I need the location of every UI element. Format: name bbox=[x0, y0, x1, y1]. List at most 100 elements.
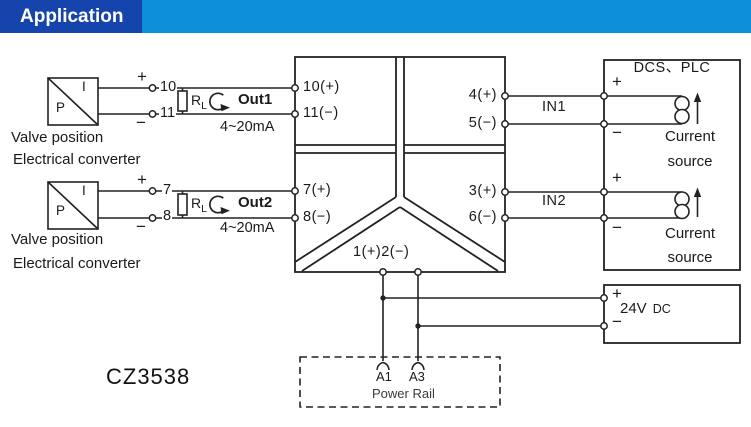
dcs-in1-minus: − bbox=[612, 123, 622, 142]
c2-rl-sub: L bbox=[201, 202, 207, 215]
valve-converter-2-symbol bbox=[47, 181, 99, 230]
terminal-circle bbox=[379, 268, 387, 276]
rail-connector-a1 bbox=[376, 361, 390, 371]
c1-caption-2: Electrical converter bbox=[13, 151, 141, 168]
psu-current-type: DC bbox=[652, 302, 671, 316]
psu-voltage: 24V bbox=[620, 300, 647, 317]
junction-dot bbox=[415, 323, 421, 329]
out2-wires bbox=[98, 190, 292, 219]
rail-connector-a3 bbox=[411, 361, 425, 371]
in2-label: IN2 bbox=[541, 193, 567, 209]
in1-label: IN1 bbox=[541, 99, 567, 115]
isolator-terminal-7: 7(+) bbox=[303, 182, 332, 198]
c1-p-label: P bbox=[56, 100, 66, 115]
c2-terminal-8: 8 bbox=[162, 208, 173, 225]
dcs-plc-title: DCS、PLC bbox=[633, 60, 711, 76]
terminal-circle bbox=[414, 268, 422, 276]
isolator-terminal-5: 5(−) bbox=[468, 115, 497, 131]
current-loop-arrow-1 bbox=[209, 92, 230, 112]
current-source-1-line2: source bbox=[667, 153, 713, 170]
junction-dot bbox=[380, 295, 386, 301]
terminal-circle bbox=[600, 322, 608, 330]
power-wires bbox=[380, 274, 601, 361]
c2-caption-2: Electrical converter bbox=[13, 255, 141, 272]
terminal-circle bbox=[600, 294, 608, 302]
current-source-2-symbol bbox=[674, 187, 702, 220]
terminal-circle bbox=[148, 84, 157, 92]
out1-wires bbox=[98, 87, 292, 115]
psu-label: 24V DC bbox=[620, 301, 671, 318]
c2-terminal-7: 7 bbox=[162, 182, 173, 199]
c2-plus-sign: + bbox=[137, 170, 147, 189]
dcs-in1-plus: + bbox=[612, 72, 622, 91]
c1-signal-range: 4~20mA bbox=[220, 119, 275, 135]
in2-wires bbox=[505, 191, 682, 219]
psu-minus-sign: − bbox=[612, 312, 622, 331]
isolator-terminal-10: 10(+) bbox=[303, 79, 340, 95]
terminal-circle bbox=[501, 188, 509, 196]
isolator-terminal-4: 4(+) bbox=[468, 87, 497, 103]
terminal-circle bbox=[501, 92, 509, 100]
power-rail-box bbox=[299, 356, 501, 408]
current-source-2-line2: source bbox=[667, 249, 713, 266]
c1-out-label: Out1 bbox=[238, 91, 273, 108]
power-rail-label: Power Rail bbox=[372, 386, 435, 401]
c1-rl-r: R bbox=[191, 92, 202, 108]
c1-minus-sign: − bbox=[136, 113, 146, 132]
terminal-circle bbox=[291, 110, 299, 118]
current-source-1-symbol bbox=[674, 92, 702, 125]
valve-converter-1-symbol bbox=[47, 77, 99, 126]
page-title: Application bbox=[20, 6, 124, 27]
c1-rl-label: RL bbox=[191, 93, 207, 112]
isolator-block bbox=[294, 56, 506, 273]
terminal-circle bbox=[501, 120, 509, 128]
terminal-circle bbox=[600, 120, 608, 128]
current-source-2-line1: Current bbox=[664, 225, 716, 242]
terminal-circle bbox=[291, 84, 299, 92]
dcs-plc-box bbox=[603, 59, 741, 271]
c1-caption-1: Valve position bbox=[11, 129, 104, 146]
in1-wires bbox=[505, 95, 682, 125]
current-source-1-line1: Current bbox=[664, 128, 716, 145]
terminal-circle bbox=[600, 92, 608, 100]
terminal-circle bbox=[148, 187, 157, 195]
isolator-terminal-3: 3(+) bbox=[468, 183, 497, 199]
terminal-circles bbox=[148, 84, 608, 330]
c2-i-label: I bbox=[82, 183, 86, 198]
terminal-circle bbox=[148, 110, 157, 118]
c2-out-label: Out2 bbox=[238, 194, 273, 211]
isolator-terminal-8: 8(−) bbox=[303, 209, 332, 225]
terminal-circle bbox=[600, 214, 608, 222]
psu-24v-box bbox=[603, 284, 741, 344]
header-title-box: Application bbox=[0, 0, 142, 33]
load-resistor-2 bbox=[177, 191, 188, 218]
rail-terminal-a1: A1 bbox=[376, 369, 392, 384]
terminal-circle bbox=[501, 214, 509, 222]
current-loop-arrow-2 bbox=[209, 195, 230, 215]
c1-terminal-11: 11 bbox=[159, 105, 177, 122]
c2-p-label: P bbox=[56, 203, 66, 218]
c2-rl-label: RL bbox=[191, 196, 207, 215]
terminal-circle bbox=[291, 187, 299, 195]
dcs-in2-minus: − bbox=[612, 218, 622, 237]
terminal-circle bbox=[291, 214, 299, 222]
c1-terminal-10: 10 bbox=[159, 79, 178, 96]
load-resistor-1 bbox=[177, 88, 188, 114]
terminal-circle bbox=[600, 188, 608, 196]
c2-caption-1: Valve position bbox=[11, 231, 104, 248]
c2-rl-r: R bbox=[191, 195, 202, 211]
header-accent-bar bbox=[142, 0, 751, 33]
c1-plus-sign: + bbox=[137, 67, 147, 86]
c2-minus-sign: − bbox=[136, 217, 146, 236]
dcs-in2-plus: + bbox=[612, 168, 622, 187]
isolator-terminal-6: 6(−) bbox=[468, 209, 497, 225]
c2-signal-range: 4~20mA bbox=[220, 220, 275, 236]
isolator-terminal-11: 11(−) bbox=[303, 105, 339, 121]
terminal-circle bbox=[148, 214, 157, 222]
isolator-power-terminals: 1(+)2(−) bbox=[353, 244, 410, 260]
rail-terminal-a3: A3 bbox=[409, 369, 425, 384]
c1-i-label: I bbox=[82, 79, 86, 94]
psu-plus-sign: + bbox=[612, 284, 622, 303]
